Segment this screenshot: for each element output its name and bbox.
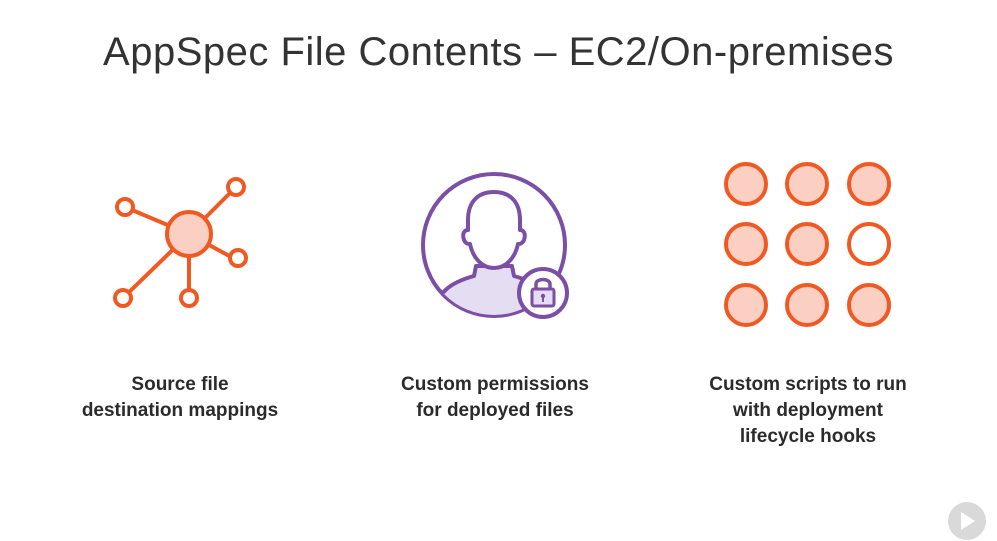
caption-line: Custom permissions: [401, 374, 589, 395]
caption-line: destination mappings: [81, 400, 279, 421]
caption-line: for deployed files: [416, 400, 574, 421]
caption-line: Source file: [131, 374, 229, 395]
pluralsight-logo-icon: [948, 502, 986, 540]
caption-line: with deployment: [733, 400, 883, 421]
slide: AppSpec File Contents – EC2/On-premises: [40, 30, 986, 540]
network-hub-icon: [113, 177, 248, 308]
dot-grid-icon: [724, 162, 891, 327]
caption-line: Custom scripts to run: [709, 374, 907, 395]
caption-custom-permissions: Custom permissions for deployed files: [355, 372, 635, 424]
caption-custom-scripts: Custom scripts to run with deployment li…: [668, 372, 948, 450]
slide-title: AppSpec File Contents – EC2/On-premises: [103, 30, 894, 74]
caption-line: lifecycle hooks: [739, 426, 877, 447]
caption-source-file: Source file destination mappings: [40, 372, 320, 424]
user-lock-icon: [421, 172, 569, 319]
